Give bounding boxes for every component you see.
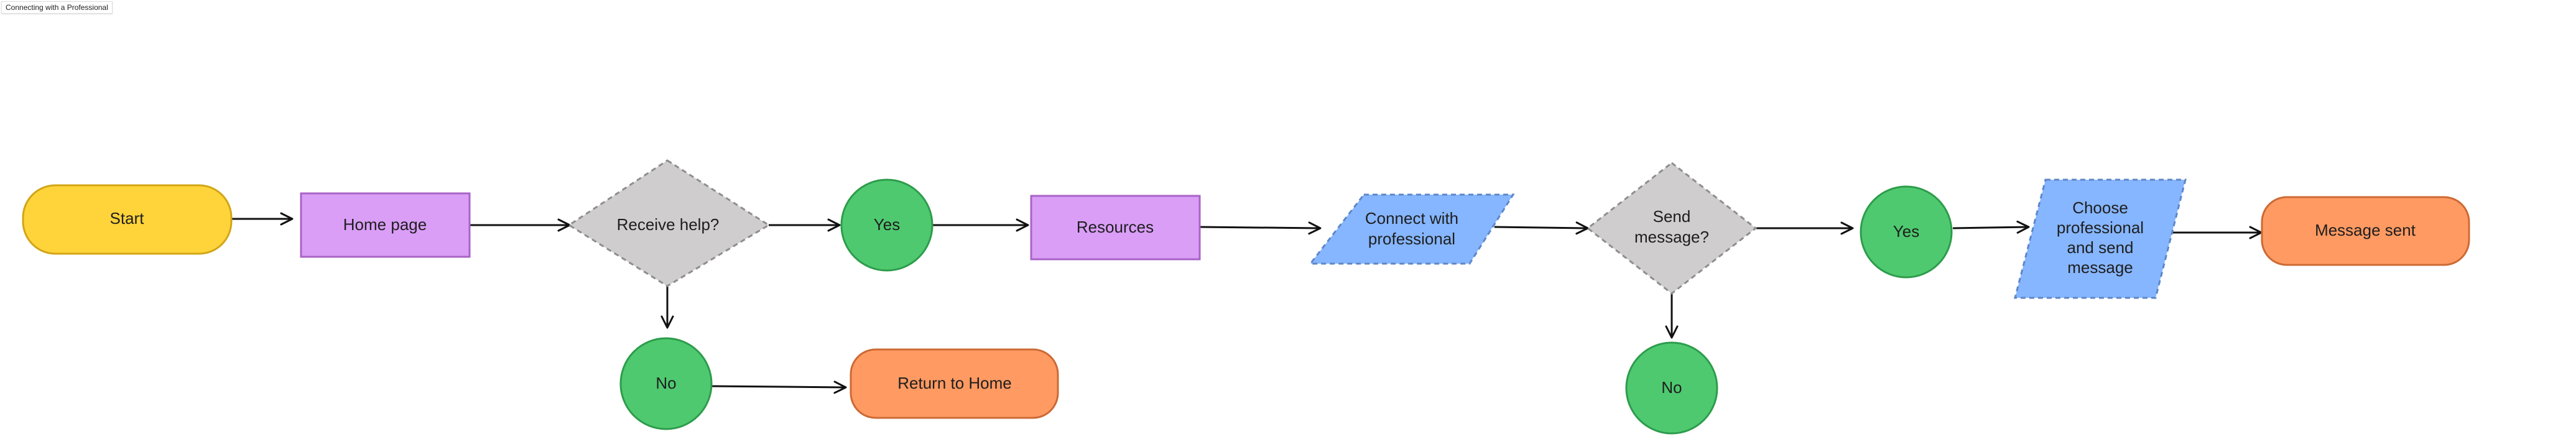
connect-with-professional-node[interactable]: Connect with professional (1308, 193, 1515, 265)
connect-line-1: Connect with (1365, 209, 1458, 228)
arrow-connect-to-send-message (1494, 221, 1589, 235)
no-node-1[interactable]: No (619, 337, 713, 430)
message-sent-label: Message sent (2315, 221, 2416, 239)
connectors (232, 212, 2263, 394)
return-to-home-label: Return to Home (897, 374, 1012, 392)
no-node-2[interactable]: No (1625, 341, 1718, 435)
diagram-title-tab[interactable]: Connecting with a Professional (1, 1, 113, 14)
arrow-resources-to-connect (1199, 221, 1322, 235)
receive-help-decision[interactable]: Receive help? (567, 159, 771, 287)
resources-node[interactable]: Resources (1030, 195, 1201, 261)
yes-node-1[interactable]: Yes (840, 178, 934, 272)
resources-label: Resources (1077, 218, 1154, 236)
send-message-decision[interactable]: Send message? (1586, 162, 1758, 295)
choose-professional-node[interactable]: Choose professional and send message (2014, 178, 2187, 299)
message-sent-node[interactable]: Message sent (2261, 196, 2470, 266)
choose-line-1: Choose (2072, 198, 2128, 217)
yes-node-2[interactable]: Yes (1860, 185, 1953, 279)
return-to-home-node[interactable]: Return to Home (850, 348, 1059, 419)
yes-2-label: Yes (1893, 222, 1919, 241)
no-2-label: No (1661, 378, 1682, 397)
receive-help-label: Receive help? (617, 215, 720, 234)
choose-line-3: and send (2067, 238, 2134, 257)
choose-line-4: message (2067, 258, 2133, 277)
arrow-yes-to-choose-professional (1952, 220, 2030, 234)
home-page-label: Home page (343, 215, 427, 234)
send-message-line-2: message? (1634, 228, 1709, 246)
no-1-label: No (656, 374, 676, 392)
send-message-line-1: Send (1653, 207, 1691, 226)
home-page-node[interactable]: Home page (300, 192, 471, 258)
arrow-no-to-return-home (710, 381, 847, 394)
start-node[interactable]: Start (22, 184, 233, 255)
yes-1-label: Yes (874, 215, 900, 234)
connect-line-2: professional (1368, 229, 1455, 248)
choose-line-2: professional (2057, 218, 2144, 237)
start-label: Start (110, 209, 145, 228)
